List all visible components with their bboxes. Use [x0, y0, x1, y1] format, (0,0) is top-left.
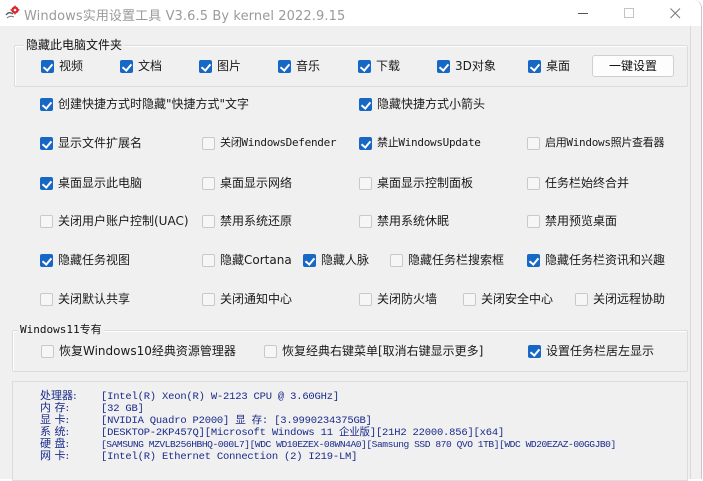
checkbox-box[interactable] [390, 253, 403, 267]
checkbox-disable-aero-peek[interactable]: 禁用预览桌面 [527, 212, 617, 230]
checkbox-box[interactable] [41, 59, 54, 73]
checkbox-box[interactable] [199, 59, 212, 73]
minimize-icon [578, 13, 588, 14]
minimize-button[interactable] [560, 0, 606, 26]
checkbox-disable-notification-center[interactable]: 关闭通知中心 [202, 290, 292, 308]
checkbox-hide-documents[interactable]: 文档 [120, 57, 162, 75]
info-row-os: 系 统:[DESKTOP-2KP457Q][Microsoft Windows … [40, 425, 505, 440]
system-info-panel: 处理器:[Intel(R) Xeon(R) W-2123 CPU @ 3.60G… [12, 381, 688, 481]
checkbox-disable-system-restore[interactable]: 禁用系统还原 [202, 212, 292, 230]
maximize-icon [624, 8, 634, 18]
checkbox-hide-3d-objects[interactable]: 3D对象 [437, 57, 496, 75]
checkbox-box[interactable] [202, 136, 215, 150]
checkbox-disable-firewall[interactable]: 关闭防火墙 [359, 290, 437, 308]
checkbox-hide-taskbar-search[interactable]: 隐藏任务栏搜索框 [390, 251, 504, 269]
checkbox-box[interactable] [40, 292, 53, 306]
checkbox-box[interactable] [202, 214, 215, 228]
checkbox-box[interactable] [202, 176, 215, 190]
maximize-button[interactable] [606, 0, 652, 26]
title-bar[interactable]: Windows实用设置工具 V3.6.5 By kernel 2022.9.15 [0, 0, 701, 26]
checkbox-box[interactable] [359, 292, 372, 306]
checkbox-box[interactable] [358, 59, 371, 73]
checkbox-box[interactable] [527, 136, 540, 150]
hide-folders-group: 隐藏此电脑文件夹 视频 文档 图片 音乐 下载 [14, 37, 688, 87]
info-row-memory: 内 存:[32 GB] [40, 401, 144, 416]
close-icon [670, 8, 681, 19]
checkbox-box[interactable] [528, 344, 541, 358]
checkbox-box[interactable] [278, 59, 291, 73]
checkbox-desktop-show-this-pc[interactable]: 桌面显示此电脑 [40, 174, 142, 192]
checkbox-box[interactable] [437, 59, 450, 73]
checkbox-hide-news-interests[interactable]: 隐藏任务栏资讯和兴趣 [527, 251, 665, 269]
checkbox-box[interactable] [264, 344, 277, 358]
checkbox-box[interactable] [463, 292, 476, 306]
checkbox-box[interactable] [40, 136, 53, 150]
checkbox-box[interactable] [528, 59, 541, 73]
checkbox-hide-shortcut-text[interactable]: 创建快捷方式时隐藏"快捷方式"文字 [40, 95, 249, 113]
client-area: 隐藏此电脑文件夹 视频 文档 图片 音乐 下载 [0, 26, 691, 481]
checkbox-hide-videos[interactable]: 视频 [41, 57, 83, 75]
checkbox-show-file-extensions[interactable]: 显示文件扩展名 [40, 134, 142, 152]
checkbox-box[interactable] [202, 253, 215, 267]
checkbox-box[interactable] [527, 253, 540, 267]
checkbox-disable-defender[interactable]: 关闭WindowsDefender [202, 134, 337, 152]
info-row-gpu: 显 卡:[NVIDIA Quadro P2000] 显 存: [3.999023… [40, 413, 372, 428]
checkbox-box[interactable] [40, 97, 53, 111]
checkbox-box[interactable] [359, 136, 372, 150]
checkbox-box[interactable] [359, 176, 372, 190]
checkbox-box[interactable] [527, 214, 540, 228]
checkbox-restore-win10-explorer[interactable]: 恢复Windows10经典资源管理器 [41, 342, 236, 360]
checkbox-desktop-show-control-panel[interactable]: 桌面显示控制面板 [359, 174, 473, 192]
info-row-cpu: 处理器:[Intel(R) Xeon(R) W-2123 CPU @ 3.60G… [40, 389, 339, 404]
checkbox-hide-task-view[interactable]: 隐藏任务视图 [40, 251, 130, 269]
hide-folders-group-title: 隐藏此电脑文件夹 [24, 37, 125, 53]
one-click-apply-button[interactable]: 一键设置 [592, 55, 674, 77]
checkbox-disable-windows-update[interactable]: 禁止WindowsUpdate [359, 134, 481, 152]
checkbox-hide-pictures[interactable]: 图片 [199, 57, 241, 75]
checkbox-box[interactable] [120, 59, 133, 73]
checkbox-hide-people[interactable]: 隐藏人脉 [303, 251, 369, 269]
checkbox-hide-music[interactable]: 音乐 [278, 57, 320, 75]
checkbox-box[interactable] [527, 176, 540, 190]
checkbox-taskbar-align-left[interactable]: 设置任务栏居左显示 [528, 342, 654, 360]
checkbox-taskbar-always-combine[interactable]: 任务栏始终合并 [527, 174, 629, 192]
info-row-disks: 硬 盘:[SAMSUNG MZVLB256HBHQ-000L7][WDC WD1… [40, 437, 616, 451]
checkbox-hide-shortcut-arrow[interactable]: 隐藏快捷方式小箭头 [359, 95, 485, 113]
checkbox-box[interactable] [575, 292, 588, 306]
checkbox-desktop-show-network[interactable]: 桌面显示网络 [202, 174, 292, 192]
window-title: Windows实用设置工具 V3.6.5 By kernel 2022.9.15 [24, 9, 346, 24]
checkbox-box[interactable] [202, 292, 215, 306]
checkbox-hide-downloads[interactable]: 下载 [358, 57, 400, 75]
win11-group: Windows11专有 恢复Windows10经典资源管理器 恢复经典右键菜单[… [12, 322, 688, 372]
checkbox-disable-uac[interactable]: 关闭用户账户控制(UAC) [40, 212, 189, 230]
checkbox-box[interactable] [359, 214, 372, 228]
app-icon [4, 5, 20, 21]
checkbox-box[interactable] [40, 253, 53, 267]
checkbox-hide-desktop[interactable]: 桌面 [528, 57, 570, 75]
checkbox-disable-default-shares[interactable]: 关闭默认共享 [40, 290, 130, 308]
checkbox-disable-remote-assistance[interactable]: 关闭远程协助 [575, 290, 665, 308]
checkbox-box[interactable] [359, 97, 372, 111]
checkbox-disable-security-center[interactable]: 关闭安全中心 [463, 290, 553, 308]
checkbox-hide-cortana[interactable]: 隐藏Cortana [202, 251, 292, 269]
checkbox-box[interactable] [303, 253, 316, 267]
checkbox-restore-classic-context-menu[interactable]: 恢复经典右键菜单[取消右键显示更多] [264, 342, 483, 360]
checkbox-enable-photo-viewer[interactable]: 启用Windows照片查看器 [527, 134, 664, 152]
win11-group-title: Windows11专有 [18, 322, 104, 338]
close-button[interactable] [652, 0, 698, 26]
checkbox-disable-hibernate[interactable]: 禁用系统休眠 [359, 212, 449, 230]
info-row-network: 网 卡:[Intel(R) Ethernet Connection (2) I2… [40, 449, 358, 464]
checkbox-box[interactable] [41, 344, 54, 358]
checkbox-box[interactable] [40, 176, 53, 190]
checkbox-box[interactable] [40, 214, 53, 228]
